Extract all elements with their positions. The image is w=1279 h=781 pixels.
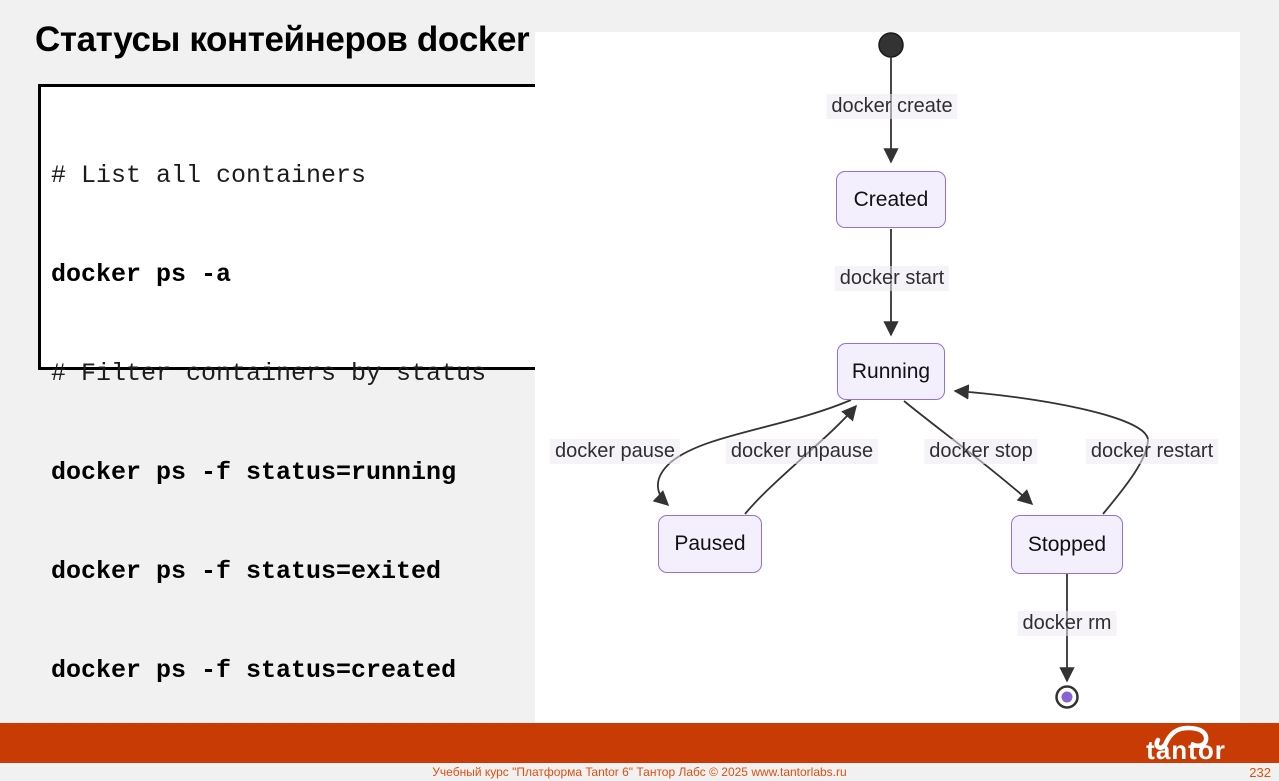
edge-label-unpause: docker unpause: [725, 439, 879, 464]
tantor-logo-text: tantor: [1146, 735, 1226, 763]
edge-label-rm: docker rm: [1017, 611, 1117, 636]
code-line: # List all containers: [51, 161, 367, 190]
state-stopped: Stopped: [1011, 515, 1123, 574]
code-line: docker ps -f status=running: [51, 458, 457, 487]
state-paused: Paused: [658, 515, 762, 573]
edge-pause: [652, 399, 852, 507]
code-line: docker ps -a: [51, 260, 232, 289]
footer-bar: tantor: [0, 723, 1279, 763]
initial-state-icon: [878, 32, 904, 58]
code-block: # List all containers docker ps -a # Fil…: [38, 84, 608, 781]
edge-restart: [953, 384, 1149, 515]
tantor-logo-icon: tantor: [1146, 725, 1226, 763]
code-line: docker ps -f status=exited: [51, 557, 442, 586]
footer-strip: Учебный курс "Платформа Tantor 6" Тантор…: [0, 763, 1279, 781]
edge-label-stop: docker stop: [924, 439, 1038, 464]
state-diagram: Created Running Paused Stopped docker cr…: [535, 32, 1240, 723]
code-line: # Filter containers by status: [51, 359, 487, 388]
edge-label-start: docker start: [834, 266, 950, 291]
page-title: Статусы контейнеров docker: [35, 20, 530, 59]
page-number: 232: [1249, 765, 1271, 780]
final-state-dot-icon: [1061, 691, 1073, 703]
code-line: docker ps -f status=created: [51, 656, 457, 685]
state-running: Running: [837, 343, 945, 400]
state-created: Created: [836, 171, 946, 228]
edge-label-create: docker create: [826, 94, 958, 119]
footer-course-text: Учебный курс "Платформа Tantor 6" Тантор…: [432, 765, 847, 779]
edge-label-restart: docker restart: [1085, 439, 1219, 464]
edge-label-pause: docker pause: [549, 439, 681, 464]
